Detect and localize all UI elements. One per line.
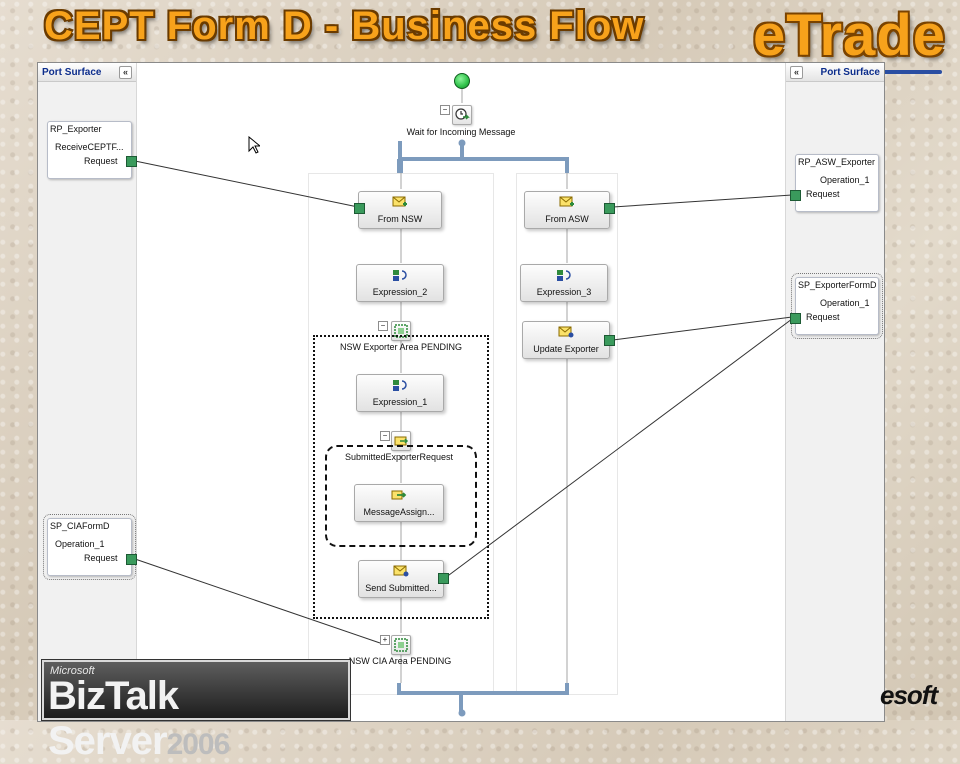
- collapse-toggle[interactable]: −: [380, 431, 390, 441]
- slide-title: CEPT Form D - Business Flow: [44, 4, 645, 48]
- port-request: Request: [84, 553, 118, 563]
- receive-envelope-icon: [392, 196, 407, 207]
- clock-icon: [455, 108, 470, 120]
- message-assignment-shape[interactable]: MessageAssign...: [354, 484, 444, 522]
- port-surface-left-title: Port Surface: [42, 66, 102, 78]
- send-submitted-label: Send Submitted...: [365, 583, 437, 593]
- expression-1-label: Expression_1: [372, 397, 428, 407]
- biztalk-microsoft-text: Microsoft: [50, 665, 95, 677]
- port-operation: Operation_1: [820, 175, 870, 185]
- port-sp-ciaformd[interactable]: SP_CIAFormD Operation_1 Request: [43, 514, 136, 580]
- start-node[interactable]: [454, 73, 470, 89]
- port-rp-asw-exporter[interactable]: RP_ASW_Exporter Operation_1 Request: [795, 154, 879, 212]
- connector-lines: [134, 89, 793, 717]
- port-connector[interactable]: [604, 203, 615, 214]
- port-surface-right-header: « Port Surface: [786, 63, 884, 82]
- biztalk-year: 2006: [166, 728, 231, 761]
- port-request: Request: [84, 156, 118, 166]
- message-assign-icon: [391, 490, 407, 500]
- collapse-toggle[interactable]: −: [378, 321, 388, 331]
- port-surface-right-title: Port Surface: [820, 66, 880, 78]
- expand-toggle[interactable]: +: [380, 635, 390, 645]
- from-asw-label: From ASW: [545, 214, 589, 224]
- from-nsw-label: From NSW: [377, 214, 423, 224]
- scope-icon: [394, 324, 408, 338]
- port-sp-exporterformd[interactable]: SP_ExporterFormD Operation_1 Request: [791, 273, 883, 339]
- microsoft-logo: esoft: [880, 680, 938, 710]
- nsw-exporter-scope[interactable]: [313, 335, 489, 619]
- send-shape-submitted[interactable]: Send Submitted...: [358, 560, 444, 598]
- expression-3-label: Expression_3: [536, 287, 592, 297]
- send-envelope-icon: [558, 326, 574, 338]
- port-connector[interactable]: [438, 573, 449, 584]
- receive-shape-from-asw[interactable]: From ASW: [524, 191, 610, 229]
- port-request: Request: [806, 312, 840, 322]
- nsw-cia-scope-label: NSW CIA Area PENDING: [348, 656, 452, 666]
- collapse-toggle[interactable]: −: [440, 105, 450, 115]
- construct-message-scope[interactable]: [325, 445, 477, 547]
- wait-label: Wait for Incoming Message: [406, 127, 516, 137]
- nsw-exporter-scope-label: NSW Exporter Area PENDING: [339, 342, 463, 352]
- port-name: RP_ASW_Exporter: [798, 157, 876, 167]
- biztalk-server-logo: Microsoft BizTalk Server2006: [41, 659, 351, 763]
- expression-icon: [393, 380, 407, 391]
- scope-icon: [394, 638, 408, 652]
- port-connector[interactable]: [604, 335, 615, 346]
- etrade-logo: eTrade: [753, 3, 946, 68]
- port-name: SP_CIAFormD: [50, 521, 110, 531]
- submitted-request-label: SubmittedExporterRequest: [344, 452, 454, 462]
- port-request-connector[interactable]: [790, 313, 801, 324]
- expression-shape-2[interactable]: Expression_2: [356, 264, 444, 302]
- collapse-right-button[interactable]: «: [790, 65, 803, 79]
- expression-icon: [393, 270, 407, 281]
- message-assign-label: MessageAssign...: [363, 507, 435, 517]
- port-request-connector[interactable]: [790, 190, 801, 201]
- port-name: RP_Exporter: [50, 124, 102, 134]
- send-envelope-icon: [393, 565, 409, 577]
- send-shape-update-exporter[interactable]: Update Exporter: [522, 321, 610, 359]
- scope-shape-icon[interactable]: [391, 635, 411, 655]
- listen-shape[interactable]: [452, 105, 472, 125]
- orchestration-designer: Port Surface « « Port Surface: [37, 62, 885, 722]
- port-rp-exporter[interactable]: RP_Exporter ReceiveCEPTF... Request: [47, 121, 132, 179]
- expression-icon: [557, 270, 571, 281]
- port-request-connector[interactable]: [126, 554, 137, 565]
- receive-envelope-icon: [559, 196, 574, 207]
- branch-node-bottom: [458, 709, 466, 717]
- expression-shape-1[interactable]: Expression_1: [356, 374, 444, 412]
- receive-shape-from-nsw[interactable]: From NSW: [358, 191, 442, 229]
- port-request: Request: [806, 189, 840, 199]
- expression-2-label: Expression_2: [372, 287, 428, 297]
- biztalk-product-name: BizTalk Server: [48, 674, 179, 763]
- port-request-connector[interactable]: [126, 156, 137, 167]
- collapse-left-button[interactable]: «: [119, 65, 132, 79]
- mouse-cursor-icon: [248, 136, 260, 154]
- update-exporter-label: Update Exporter: [533, 344, 599, 354]
- port-operation: Operation_1: [820, 298, 870, 308]
- port-operation: ReceiveCEPTF...: [55, 142, 124, 152]
- port-name: SP_ExporterFormD: [798, 280, 877, 290]
- expression-shape-3[interactable]: Expression_3: [520, 264, 608, 302]
- biztalk-name-text: BizTalk Server2006: [48, 674, 348, 764]
- port-connector[interactable]: [354, 203, 365, 214]
- port-operation: Operation_1: [55, 539, 105, 549]
- port-surface-left-header: Port Surface «: [38, 63, 136, 82]
